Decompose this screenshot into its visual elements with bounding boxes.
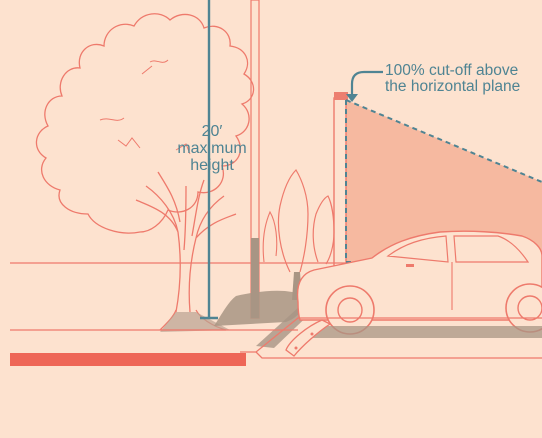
cutoff-label: 100% cut-off above the horizontal plane — [385, 63, 542, 96]
curb-stop-bolt-1 — [295, 347, 298, 350]
curb-stop-bolt-2 — [311, 333, 314, 336]
red-curb-strip — [10, 353, 246, 366]
cutoff-label-line1: 100% cut-off above — [385, 63, 542, 79]
cutoff-label-line2: the horizontal plane — [385, 79, 542, 95]
height-label-value: 20′ — [166, 124, 258, 141]
car-shadow — [308, 326, 542, 338]
height-label-line3: height — [166, 158, 258, 175]
car-door-handle — [406, 264, 414, 267]
streetlight-head — [334, 92, 348, 100]
height-label: 20′ maximum height — [166, 124, 258, 174]
height-label-line2: maximum — [166, 141, 258, 158]
